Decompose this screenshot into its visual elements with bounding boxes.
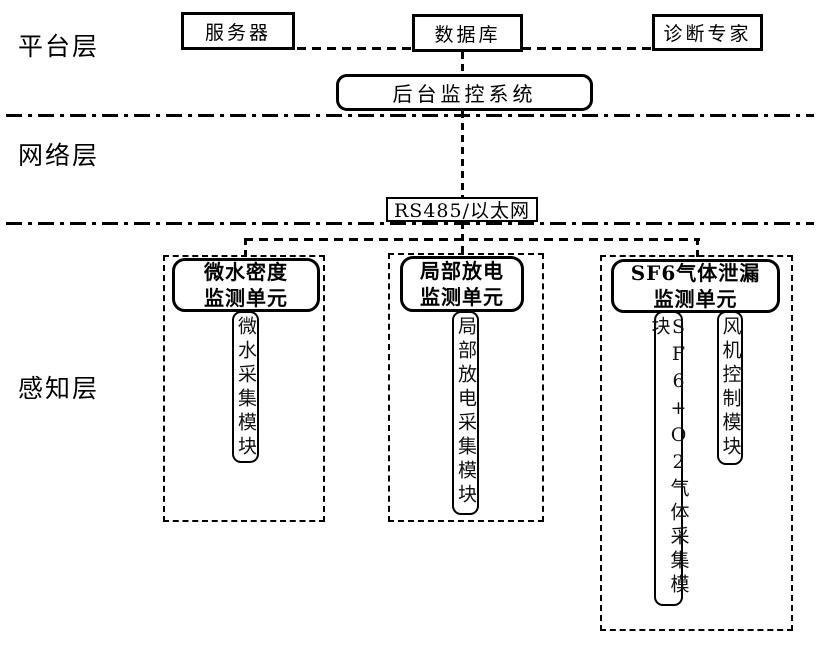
network-layer-label: 网络层 xyxy=(18,141,100,170)
unit-partial-discharge-title: 局部放电 监测单元 xyxy=(400,256,524,312)
unit-sf6-leak-title: SF6气体泄漏 监测单元 xyxy=(611,259,780,313)
unit-microwater-density-title: 微水密度 监测单元 xyxy=(172,258,320,312)
backend-monitor-node: 后台监控系统 xyxy=(336,74,593,111)
connector-units-branch-line xyxy=(244,238,700,241)
connector-branch-to-unit3 xyxy=(696,238,699,259)
module-microwater-collection: 微水采集模块 xyxy=(232,311,259,463)
module-partial-discharge-collection-label: 局部放电采集模块 xyxy=(455,316,477,508)
module-microwater-collection-label: 微水采集模块 xyxy=(235,316,257,460)
platform-layer-label: 平台层 xyxy=(18,32,100,61)
unit-partial-discharge-title-line1: 局部放电 xyxy=(420,259,504,283)
unit-partial-discharge-title-line2: 监测单元 xyxy=(420,285,504,309)
unit-microwater-title-line2: 监测单元 xyxy=(204,286,288,310)
database-node: 数据库 xyxy=(412,14,523,52)
server-node: 服务器 xyxy=(181,12,295,50)
unit-sf6-leak-title-line1: SF6气体泄漏 xyxy=(630,261,761,285)
connector-monitor-to-bus xyxy=(461,111,464,197)
module-sf6-o2-gas-collection: SF6+O2气体采集模块 xyxy=(649,311,690,606)
module-fan-control-label: 风机控制模块 xyxy=(719,316,742,460)
module-sf6-o2-gas-collection-label: SF6+O2气体采集模块 xyxy=(648,316,690,598)
connector-branch-to-unit1 xyxy=(244,238,247,258)
layer-divider-platform-network xyxy=(6,114,814,117)
unit-sf6-leak-title-line2: 监测单元 xyxy=(653,287,738,311)
unit-microwater-density-box xyxy=(163,255,325,522)
rs485-ethernet-node: RS485/以太网 xyxy=(386,197,538,222)
unit-sf6-leak-box xyxy=(600,255,793,631)
module-fan-control: 风机控制模块 xyxy=(717,311,743,465)
module-partial-discharge-collection: 局部放电采集模块 xyxy=(452,311,479,515)
unit-microwater-title-line1: 微水密度 xyxy=(204,260,288,284)
diagnosis-expert-node: 诊断专家 xyxy=(652,14,763,51)
connector-database-to-monitor xyxy=(461,52,464,74)
layer-divider-network-perception xyxy=(6,222,814,225)
unit-partial-discharge-box xyxy=(388,253,544,522)
perception-layer-label: 感知层 xyxy=(18,374,100,403)
